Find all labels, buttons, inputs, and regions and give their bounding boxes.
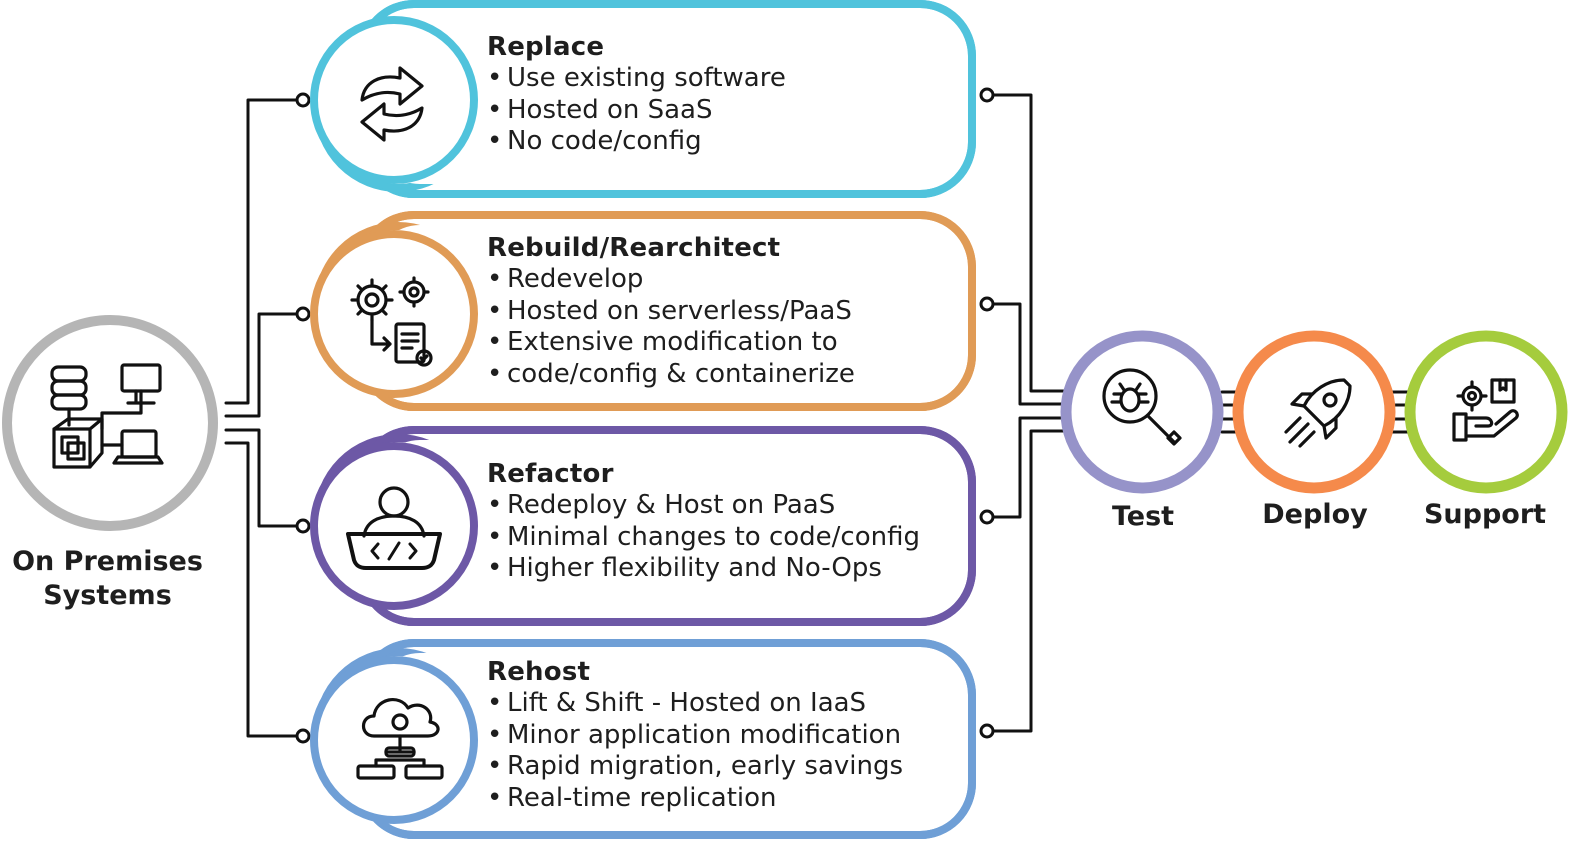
servers-computers-icon [50, 363, 164, 469]
strategy-title: Replace [487, 32, 605, 62]
strategy-item: Higher flexibility and No-Ops [487, 553, 957, 585]
connector-dot [295, 728, 311, 744]
source-label: On Premises Systems [0, 545, 215, 613]
stage-node-ring [1060, 330, 1224, 494]
connector-line [224, 312, 305, 418]
strategy-title: Refactor [487, 459, 614, 489]
gears-document-icon [350, 276, 433, 367]
connector-dot [979, 87, 995, 103]
connector-dot [979, 509, 995, 525]
strategy-item: Hosted on SaaS [487, 95, 957, 127]
sync-arrows-icon [360, 66, 424, 142]
card-icon-ring [310, 656, 478, 824]
connector-line [985, 416, 1065, 519]
connector-dot [979, 723, 995, 739]
magnifier-bug-icon [1102, 368, 1182, 446]
strategy-item: Minor application modification [487, 720, 957, 752]
cloud-server-icon [356, 698, 444, 780]
connector-dot [295, 518, 311, 534]
strategy-replace-text: Replace Use existing software Hosted on … [487, 31, 957, 158]
strategy-title: Rehost [487, 657, 591, 687]
strategy-item: Use existing software [487, 63, 957, 95]
strategy-rehost-text: Rehost Lift & Shift - Hosted on IaaS Min… [487, 656, 957, 814]
strategy-item: Redeploy & Host on PaaS [487, 490, 957, 522]
card-icon-ring [310, 230, 478, 398]
connector-line [985, 429, 1071, 733]
stage-label-deploy: Deploy [1262, 499, 1368, 530]
source-label-line: On Premises [12, 546, 203, 577]
source-label-line: Systems [43, 580, 172, 611]
connector-line [985, 302, 1065, 406]
connector-dot [979, 296, 995, 312]
source-node-ring [2, 315, 218, 531]
strategy-item: Extensive modification to [487, 327, 957, 359]
strategy-item-continuation: code/config & containerize [487, 359, 957, 391]
connector-dot [295, 92, 311, 108]
connector-line [985, 93, 1071, 393]
strategy-item: No code/config [487, 126, 957, 158]
strategy-item: Real-time replication [487, 783, 957, 815]
strategy-refactor-text: Refactor Redeploy & Host on PaaS Minimal… [487, 458, 957, 585]
connector-line [224, 441, 305, 738]
strategy-title: Rebuild/Rearchitect [487, 233, 781, 263]
strategy-rebuild-text: Rebuild/Rearchitect Redevelop Hosted on … [487, 232, 957, 390]
stage-node-ring [1232, 330, 1396, 494]
strategy-item: Redevelop [487, 264, 957, 296]
strategy-item: Hosted on serverless/PaaS [487, 296, 957, 328]
stage-node-ring [1404, 330, 1568, 494]
developer-laptop-icon [346, 486, 442, 570]
card-icon-ring [310, 442, 478, 610]
connector-line [224, 428, 305, 528]
stage-label-test: Test [1111, 501, 1175, 532]
rocket-icon [1284, 378, 1352, 448]
strategy-item: Minimal changes to code/config [487, 522, 957, 554]
connector-dot [295, 306, 311, 322]
strategy-item: Rapid migration, early savings [487, 751, 957, 783]
card-icon-ring [310, 16, 478, 184]
stage-label-support: Support [1423, 499, 1547, 530]
connector-line [224, 98, 305, 405]
hand-gear-box-icon [1452, 378, 1519, 442]
strategy-item: Lift & Shift - Hosted on IaaS [487, 688, 957, 720]
